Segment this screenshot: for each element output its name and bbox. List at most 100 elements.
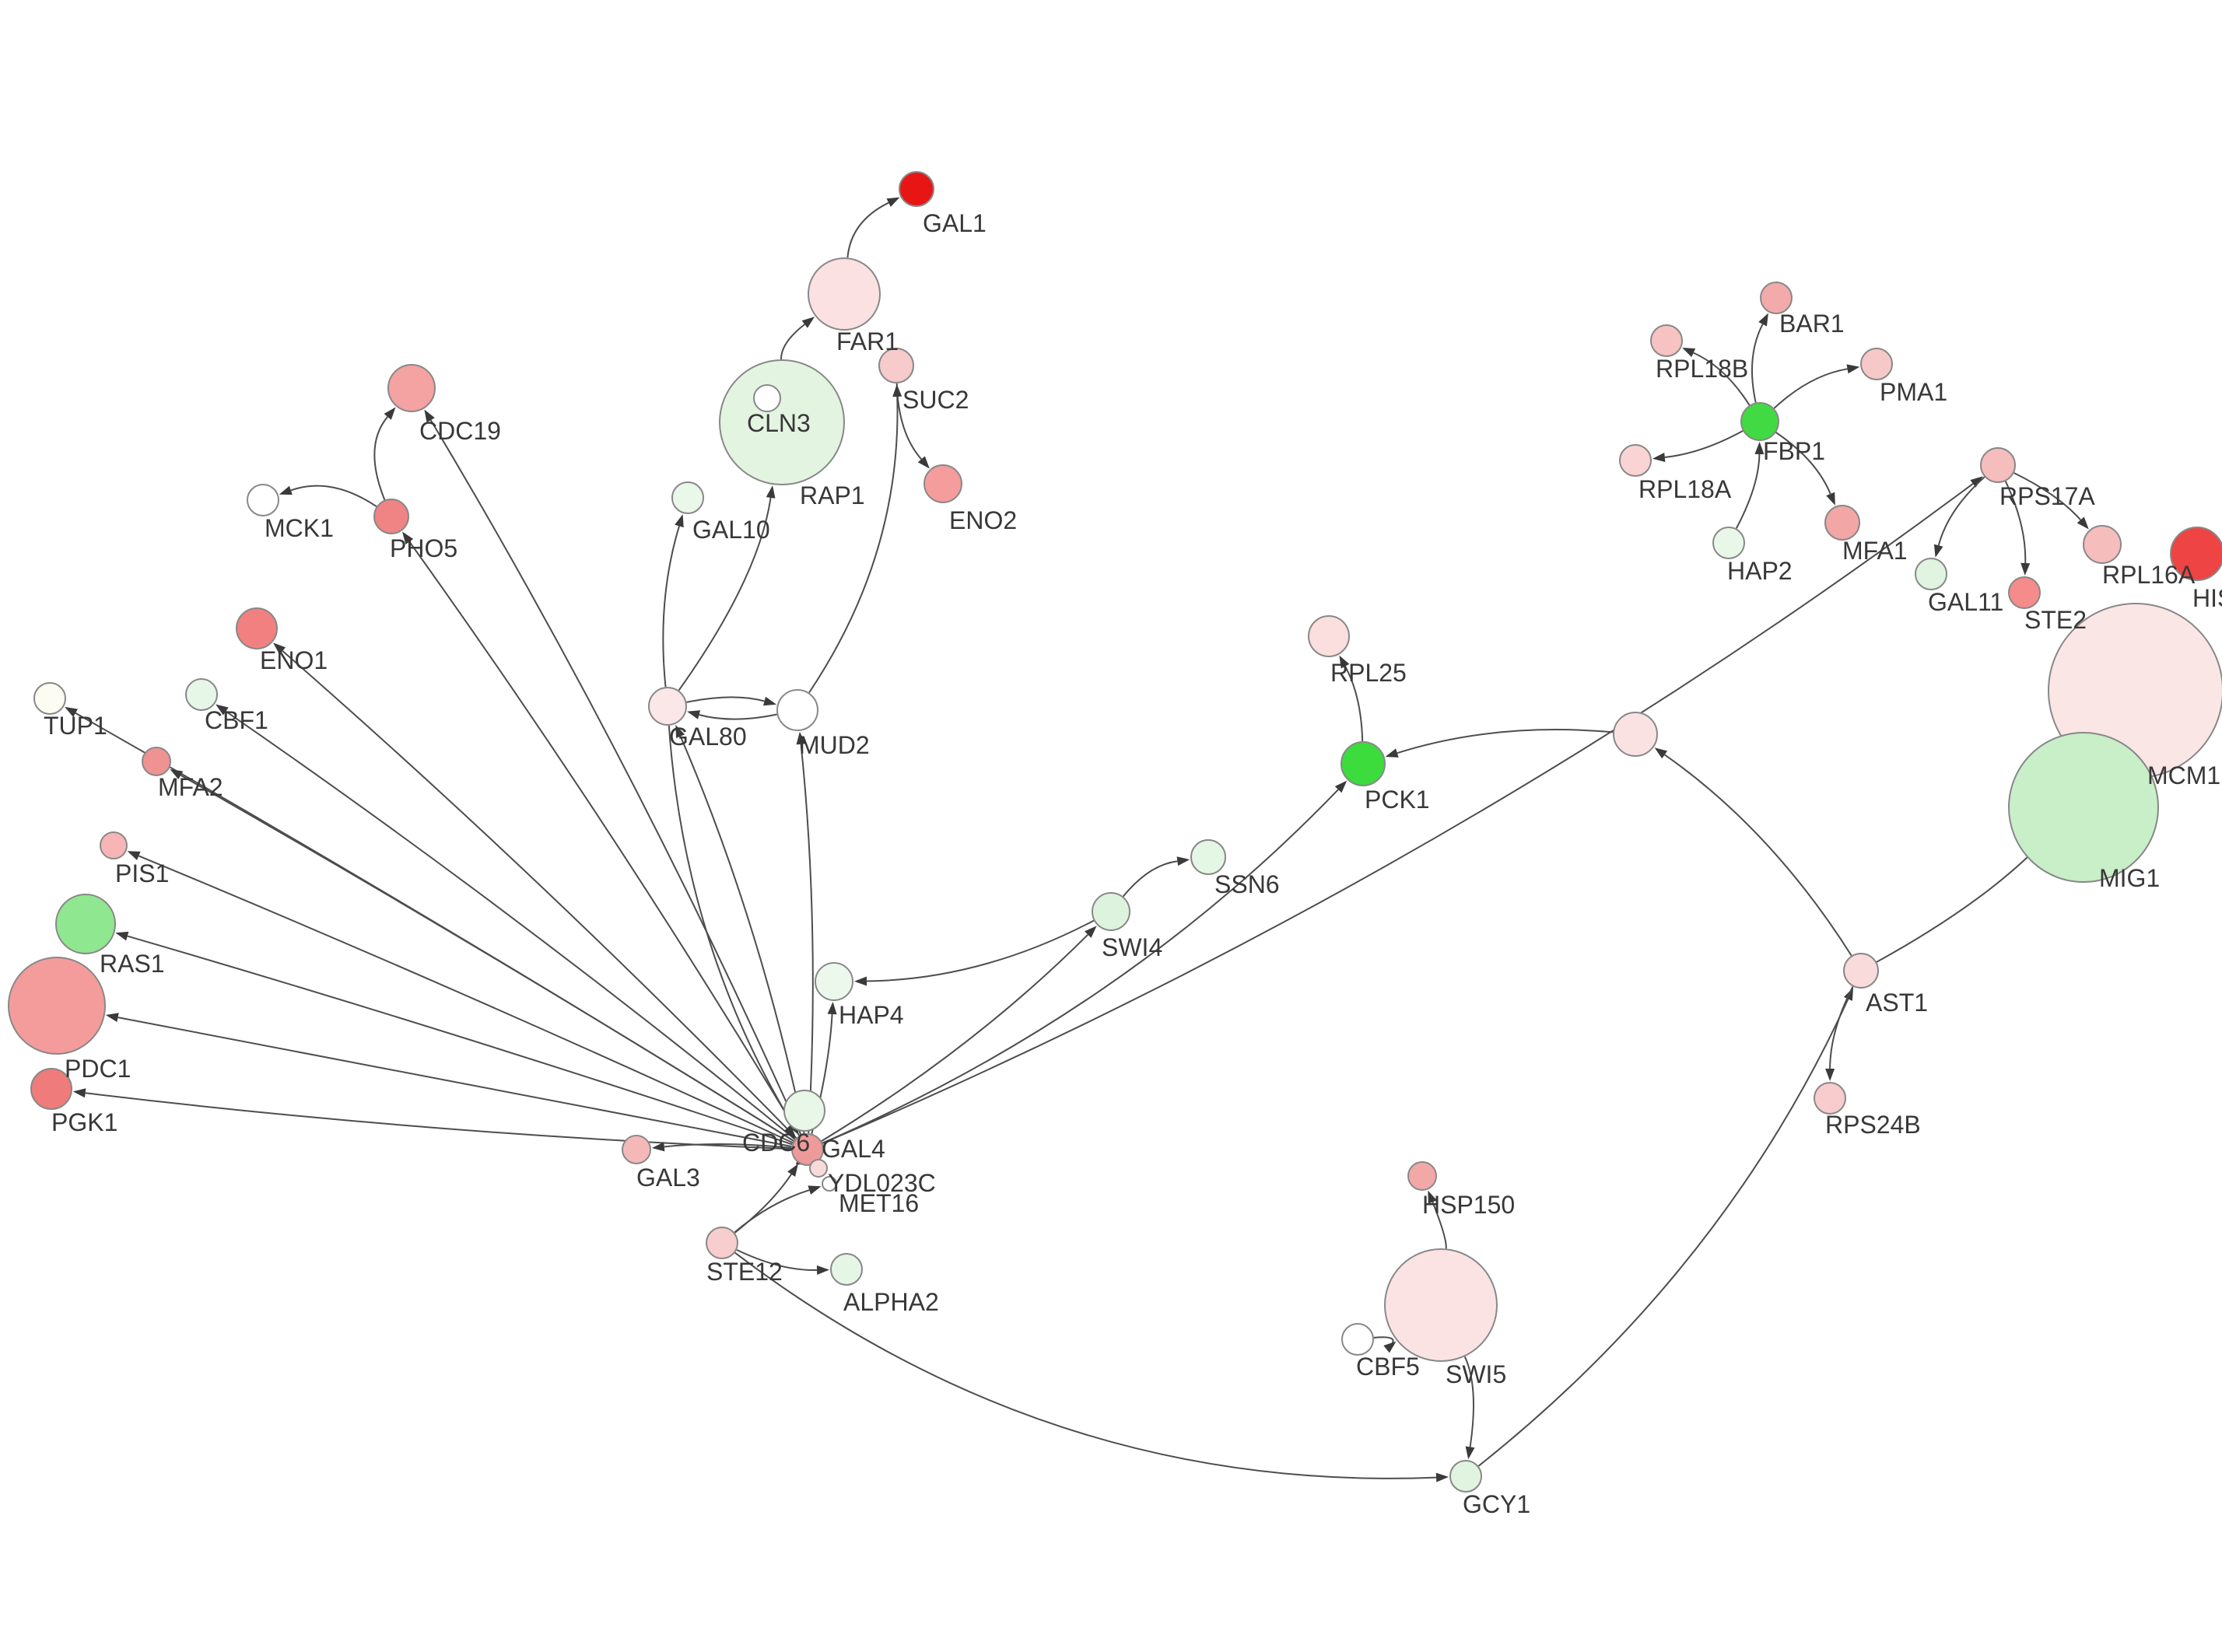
- edge-GAL4-PIS1[interactable]: [127, 851, 794, 1144]
- node-GCY1[interactable]: [1449, 1460, 1482, 1493]
- node-ENO2[interactable]: [923, 464, 962, 503]
- edge-AST1-RPS24B[interactable]: [1825, 986, 1854, 1082]
- node-CLN3[interactable]: [719, 359, 845, 485]
- node-SUC2[interactable]: [878, 348, 914, 383]
- node-SWI5[interactable]: [1384, 1248, 1498, 1362]
- edge-RPS17A-STE2[interactable]: [2004, 481, 2031, 576]
- edge-PHO5-CDC19[interactable]: [373, 407, 396, 501]
- edge-GAL80-MUD2[interactable]: [686, 696, 777, 706]
- edge-GAL4-PCK1[interactable]: [822, 780, 1348, 1144]
- node-CBF5[interactable]: [1341, 1323, 1374, 1356]
- edge-FBP1-RPL18B[interactable]: [1682, 348, 1751, 406]
- edge-SWI5-GCY1[interactable]: [1463, 1356, 1475, 1460]
- edge-PCK1-RPL25[interactable]: [1339, 655, 1364, 742]
- edge-PHO5-MCK1[interactable]: [279, 485, 377, 508]
- edge-GAL4-PGK1[interactable]: [72, 1088, 792, 1150]
- node-SSN6[interactable]: [1190, 839, 1226, 875]
- edge-AST1-N1[interactable]: [1654, 747, 1852, 957]
- node-RPS17A[interactable]: [1980, 447, 2016, 483]
- node-RPS24B[interactable]: [1814, 1082, 1846, 1115]
- node-ENO1[interactable]: [236, 607, 278, 649]
- edge-GAL4-CBF1[interactable]: [216, 704, 796, 1140]
- edge-STE12-GCY1[interactable]: [734, 1251, 1449, 1482]
- node-STE12[interactable]: [706, 1227, 738, 1259]
- node-PMA1[interactable]: [1860, 348, 1893, 380]
- node-BAR1[interactable]: [1760, 282, 1793, 314]
- edge-GAL80-CLN3[interactable]: [678, 485, 776, 691]
- node-SWI4[interactable]: [1092, 892, 1130, 931]
- node-PGK1[interactable]: [30, 1068, 72, 1110]
- node-MFA1[interactable]: [1824, 505, 1860, 541]
- node-MET16[interactable]: [822, 1176, 837, 1192]
- edge-RPS17A-RPL16A[interactable]: [2013, 472, 2089, 530]
- edge-CLN3-FAR1[interactable]: [780, 317, 815, 360]
- node-STE2[interactable]: [2008, 576, 2041, 609]
- edge-CDC6-GAL4[interactable]: [783, 1125, 796, 1137]
- node-AST1[interactable]: [1843, 953, 1879, 989]
- node-RPL18B[interactable]: [1650, 324, 1683, 357]
- edge-GAL4-RAS1[interactable]: [115, 931, 793, 1146]
- node-GAL10[interactable]: [671, 481, 704, 514]
- edge-GAL4-GAL3[interactable]: [651, 1142, 792, 1152]
- node-RPL18A[interactable]: [1619, 444, 1652, 477]
- edge-MUD2-GAL80[interactable]: [687, 710, 777, 720]
- edge-FBP1-BAR1[interactable]: [1751, 313, 1768, 403]
- node-PHO5[interactable]: [373, 499, 409, 534]
- node-MFA2[interactable]: [142, 747, 171, 776]
- edge-FBP1-RPL18A[interactable]: [1652, 430, 1744, 462]
- edge-GAL4-PHO5[interactable]: [402, 531, 801, 1136]
- edge-HAP2-FBP1[interactable]: [1735, 442, 1765, 529]
- node-GAL4[interactable]: [791, 1133, 824, 1166]
- edge-FBP1-PMA1[interactable]: [1773, 364, 1860, 409]
- edge-STE12-ALPHA2[interactable]: [736, 1249, 829, 1275]
- node-HIS4[interactable]: [2170, 527, 2222, 581]
- edge-GAL4-RPS17A[interactable]: [822, 476, 1983, 1144]
- node-HAP4[interactable]: [815, 962, 853, 1001]
- edge-MUD2-SUC2[interactable]: [808, 384, 902, 694]
- edge-FBP1-MFA1[interactable]: [1775, 432, 1835, 506]
- node-PIS1[interactable]: [100, 831, 128, 859]
- edge-RPS17A-GAL11[interactable]: [1933, 476, 1985, 558]
- node-RAP1[interactable]: [753, 384, 781, 412]
- node-RPL25[interactable]: [1308, 615, 1350, 657]
- node-HSP150[interactable]: [1407, 1161, 1437, 1191]
- node-GAL1[interactable]: [899, 171, 934, 207]
- node-GAL80[interactable]: [648, 687, 687, 726]
- node-TUP1[interactable]: [33, 682, 66, 715]
- edge-GAL4-MUD2[interactable]: [796, 731, 814, 1134]
- node-GAL3[interactable]: [622, 1135, 651, 1164]
- node-HAP2[interactable]: [1712, 527, 1745, 559]
- node-RAS1[interactable]: [55, 894, 116, 954]
- edge-CBF5-SWI5[interactable]: [1373, 1336, 1397, 1353]
- edge-GAL80-GAL10[interactable]: [662, 514, 684, 688]
- node-PDC1[interactable]: [8, 957, 106, 1055]
- node-GAL11[interactable]: [1915, 558, 1947, 590]
- node-CDC6[interactable]: [783, 1090, 825, 1132]
- node-N1[interactable]: [1613, 712, 1658, 757]
- edge-SWI4-SSN6[interactable]: [1122, 856, 1190, 898]
- edge-STE12-MET16[interactable]: [734, 1185, 822, 1234]
- edge-GAL4-PDC1[interactable]: [105, 1013, 792, 1147]
- node-CBF1[interactable]: [185, 678, 218, 711]
- node-MUD2[interactable]: [776, 689, 818, 731]
- edge-GAL4-GAL80[interactable]: [675, 724, 805, 1134]
- edge-N1-PCK1[interactable]: [1385, 729, 1614, 758]
- edge-FAR1-GAL1[interactable]: [846, 197, 900, 258]
- node-MIG1[interactable]: [2008, 732, 2159, 883]
- edge-GAL4-MFA2[interactable]: [170, 768, 794, 1142]
- node-FAR1[interactable]: [808, 257, 881, 331]
- edge-SWI4-HAP4[interactable]: [854, 919, 1095, 986]
- node-CDC19[interactable]: [387, 364, 436, 412]
- node-YDL023C[interactable]: [809, 1159, 828, 1178]
- edge-GAL4-CDC19[interactable]: [424, 409, 802, 1136]
- node-ALPHA2[interactable]: [830, 1253, 863, 1286]
- node-RPL16A[interactable]: [2083, 525, 2122, 564]
- node-MCK1[interactable]: [247, 484, 279, 516]
- edge-SWI5-HSP150[interactable]: [1428, 1190, 1447, 1249]
- edge-GAL4-ENO1[interactable]: [273, 642, 797, 1139]
- node-FBP1[interactable]: [1740, 402, 1779, 441]
- edge-GAL4-SWI4[interactable]: [821, 926, 1097, 1142]
